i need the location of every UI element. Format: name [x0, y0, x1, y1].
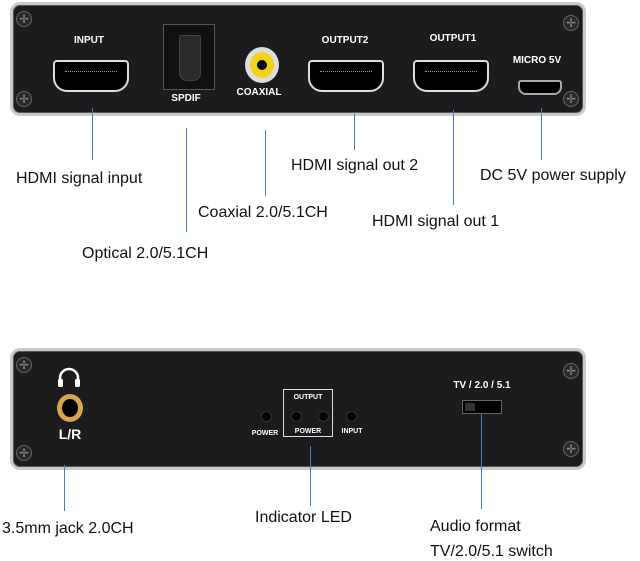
- output-led-label: OUTPUT: [293, 394, 323, 401]
- optical-port: [163, 24, 215, 90]
- power-led: [261, 411, 272, 422]
- input-label: INPUT: [74, 35, 104, 46]
- led-box: [283, 389, 333, 437]
- switch-label: TV / 2.0 / 5.1: [453, 380, 511, 391]
- output2-label: OUTPUT2: [321, 35, 369, 46]
- screw-icon: ✛: [563, 91, 579, 107]
- power-led-label: POWER: [251, 430, 279, 437]
- hdmi-output1-port: [413, 60, 489, 92]
- audio-format-switch[interactable]: [462, 400, 502, 414]
- caption-dc-power: DC 5V power supply: [480, 167, 626, 184]
- front-panel: ✛ ✛ ✛ ✛: [10, 2, 586, 116]
- callout-line: [186, 128, 187, 232]
- callout-line: [354, 112, 355, 150]
- lr-label: L/R: [58, 426, 82, 442]
- callout-line: [265, 130, 266, 196]
- callout-line: [92, 108, 93, 160]
- screw-icon: ✛: [16, 445, 32, 461]
- caption-hdmi-out1: HDMI signal out 1: [372, 213, 500, 230]
- caption-indicator-led: Indicator LED: [255, 509, 352, 526]
- hdmi-output2-port: [308, 60, 384, 92]
- input-led-label: INPUT: [341, 428, 363, 435]
- caption-jack: 3.5mm jack 2.0CH: [2, 520, 134, 537]
- callout-line: [64, 465, 65, 511]
- callout-line: [481, 414, 482, 509]
- output-power-label: POWER: [294, 428, 322, 435]
- output-power-led: [318, 411, 329, 422]
- screw-icon: ✛: [16, 91, 32, 107]
- caption-audio-format: Audio format: [430, 518, 521, 535]
- spdif-label: SPDIF: [171, 93, 201, 104]
- caption-audio-switch: TV/2.0/5.1 switch: [430, 543, 553, 560]
- caption-hdmi-out2: HDMI signal out 2: [291, 157, 419, 174]
- screw-icon: ✛: [563, 441, 579, 457]
- callout-line: [453, 110, 454, 205]
- screw-icon: ✛: [16, 11, 32, 27]
- screw-icon: ✛: [16, 357, 32, 373]
- screw-icon: ✛: [563, 15, 579, 31]
- caption-hdmi-input: HDMI signal input: [16, 170, 143, 187]
- micro-usb-port: [518, 80, 562, 95]
- caption-coaxial: Coaxial 2.0/5.1CH: [198, 204, 328, 221]
- headphone-icon: [56, 366, 82, 388]
- coaxial-label: COAXIAL: [236, 87, 282, 98]
- micro-5v-label: MICRO 5V: [512, 55, 562, 66]
- screw-icon: ✛: [563, 363, 579, 379]
- hdmi-input-port: [53, 60, 129, 92]
- callout-line: [310, 446, 311, 506]
- callout-line: [541, 108, 542, 160]
- caption-optical: Optical 2.0/5.1CH: [82, 245, 209, 262]
- input-led: [346, 411, 357, 422]
- output-led: [291, 411, 302, 422]
- headphone-jack: [57, 394, 83, 422]
- coaxial-port: [245, 47, 279, 83]
- output1-label: OUTPUT1: [429, 33, 477, 44]
